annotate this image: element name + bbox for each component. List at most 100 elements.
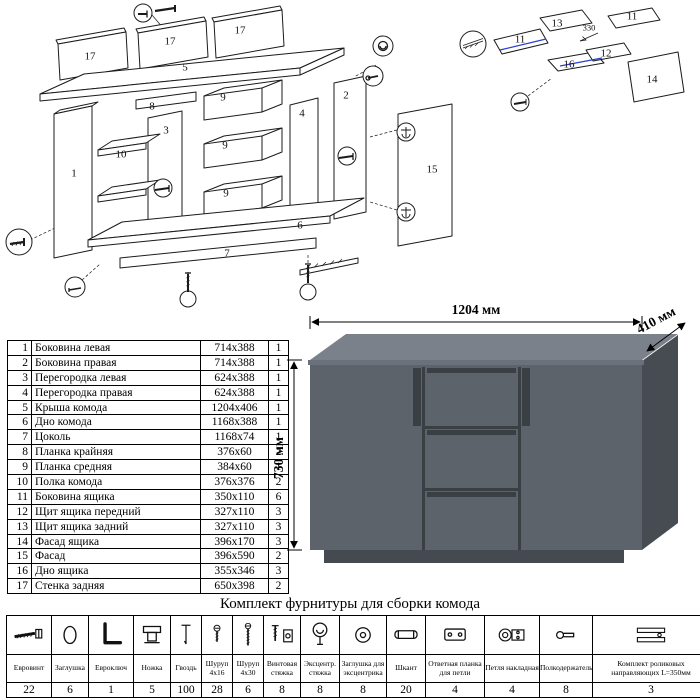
- hinge-icon: [484, 615, 540, 655]
- part-name: Крыша комода: [31, 399, 201, 416]
- part-num: 15: [7, 548, 32, 565]
- hardware-item-qty: 8: [339, 682, 387, 698]
- part-num: 14: [7, 533, 32, 550]
- part-name: Полка комода: [31, 474, 201, 490]
- hardware-item-qty: 6: [51, 682, 89, 698]
- part-name: Перегородка левая: [31, 369, 201, 386]
- part-size: 350x110: [200, 488, 269, 505]
- part-size: 376x376: [200, 474, 269, 490]
- part-size: 327x110: [200, 503, 269, 520]
- hardware-item-name: Евроключ: [88, 654, 134, 683]
- part-size: 1204x406: [200, 399, 269, 416]
- hardware-item-qty: 20: [386, 682, 426, 698]
- part-qty: 2: [268, 444, 289, 461]
- part-name: Дно комода: [31, 414, 201, 431]
- product-render: 1204 мм 730 мм 410 мм: [271, 296, 696, 588]
- part-num: 11: [7, 488, 32, 505]
- cam-cap-icon: [339, 615, 387, 655]
- width-dimension-label: 1204 мм: [452, 302, 501, 317]
- chest-front-face: [310, 365, 642, 550]
- part-name: Щит ящика задний: [31, 518, 201, 535]
- part-qty: 1: [268, 399, 289, 416]
- hardware-item-qty: 3: [592, 682, 700, 698]
- plug-icon: [51, 615, 89, 655]
- part-qty: 3: [268, 503, 289, 520]
- part-size: 396x170: [200, 533, 269, 550]
- part-qty: 6: [268, 488, 289, 505]
- hardware-item-name: Ножка: [133, 654, 171, 683]
- part-num: 10: [7, 474, 32, 490]
- drawer-groove-2: [427, 430, 516, 435]
- hardware-item-qty: 8: [263, 682, 301, 698]
- drawer-facade: [627, 51, 685, 103]
- part-num: 7: [7, 429, 32, 446]
- part-qty: 1: [268, 429, 289, 446]
- chest-top-edge: [308, 360, 644, 365]
- drawer-diagram-art: [459, 7, 685, 112]
- part-num: 6: [7, 414, 32, 431]
- part-size: 376x60: [200, 444, 269, 461]
- part-qty: 1: [268, 384, 289, 401]
- hardware-item-qty: 8: [539, 682, 593, 698]
- hardware-item-qty: 28: [201, 682, 233, 698]
- drawer-front: [585, 42, 632, 62]
- part-qty: 2: [268, 474, 289, 490]
- hardware-item-qty: 6: [232, 682, 264, 698]
- part-num: 12: [7, 503, 32, 520]
- part-qty: 1: [268, 369, 289, 386]
- part-name: Стенка задняя: [31, 578, 201, 595]
- chest-side-face: [642, 335, 678, 550]
- dowel-icon: [386, 615, 426, 655]
- part-qty: 1: [268, 354, 289, 371]
- part-qty: 1: [268, 340, 289, 356]
- part-name: Планка средняя: [31, 459, 201, 476]
- hardware-item-name: Эксцентр. стяжка: [300, 654, 340, 683]
- part-name: Перегородка правая: [31, 384, 201, 401]
- hardware-item-qty: 8: [300, 682, 340, 698]
- callout-cam: [372, 35, 394, 57]
- hardware-icons-row: [6, 615, 700, 655]
- hardware-kit-title: Комплект фурнитуры для сборки комода: [219, 596, 480, 612]
- hardware-item-name: Заглушка для эксцентрика: [339, 654, 387, 683]
- callout-rail: [459, 30, 487, 58]
- drawer-groove-1: [427, 368, 516, 373]
- foot-icon: [133, 615, 171, 655]
- drawer-groove-3: [427, 492, 516, 497]
- part-size: 624x388: [200, 384, 269, 401]
- part-name: Боковина правая: [31, 354, 201, 371]
- part-qty: 2: [268, 548, 289, 565]
- part-size: 327x110: [200, 518, 269, 535]
- part-num: 17: [7, 578, 32, 595]
- part-17-panel: [57, 31, 129, 81]
- hardware-item-name: Комплект роликовых направляющих L=350мм: [592, 654, 700, 683]
- drawer-back: [539, 9, 593, 32]
- part-size: 384x60: [200, 459, 269, 476]
- hardware-item-name: Заглушка: [51, 654, 89, 683]
- part-size: 714x388: [200, 354, 269, 371]
- callout-nail: [64, 276, 86, 298]
- part-size: 650x398: [200, 578, 269, 595]
- hardware-item-qty: 4: [484, 682, 540, 698]
- part-num: 16: [7, 563, 32, 580]
- hardware-item-name: Гвоздь: [170, 654, 202, 683]
- part-size: 624x388: [200, 369, 269, 386]
- hardware-item-qty: 4: [425, 682, 485, 698]
- left-door-groove: [413, 368, 421, 426]
- part-name: Фасад: [31, 548, 201, 565]
- drawer-side-right: [607, 7, 661, 29]
- part-1-side: [53, 105, 93, 259]
